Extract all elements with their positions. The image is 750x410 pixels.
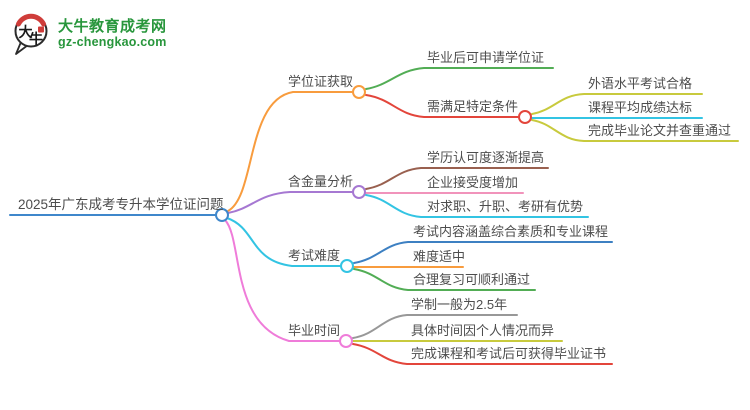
branch-line-graduation-time [224,219,340,342]
conditions-node-circle [518,110,532,124]
child-label-apply-after-grad: 毕业后可申请学位证 [427,50,545,65]
child-label-advantage: 对求职、升职、考研有优势 [427,199,584,214]
leaf-line-foreign-language [531,93,703,115]
branch-line-difficulty [226,217,341,267]
daniu-bull-logo-icon: 大 牛 [14,13,48,55]
child-label-duration: 学制一般为2.5年 [411,297,508,312]
logo-text-block: 大牛教育成考网 gz-chengkao.com [58,13,167,50]
leaf-line-thesis [531,119,739,142]
site-logo: 大 牛 大牛教育成考网 gz-chengkao.com [12,13,167,57]
child-label-exam-content: 考试内容涵盖综合素质和专业课程 [413,224,609,239]
child-label-conditions: 需满足特定条件 [427,99,519,114]
logo-domain: gz-chengkao.com [58,35,167,49]
root-node-label: 2025年广东成考专升本学位证问题 [18,197,224,212]
child-line-duration [352,314,518,339]
child-line-conditions [365,94,519,118]
logo-char-da: 大 [19,24,33,40]
leaf-label-foreign-language: 外语水平考试合格 [588,76,693,91]
child-line-diploma [352,343,613,365]
branch-label-degree: 学位证获取 [288,74,354,89]
child-line-recognition [365,167,549,190]
child-label-diploma: 完成课程和考试后可获得毕业证书 [411,346,607,361]
child-label-enterprise: 企业接受度增加 [427,175,519,190]
leaf-label-thesis: 完成毕业论文并查重通过 [588,123,732,138]
child-line-advantage [365,194,589,218]
difficulty-node-circle [340,259,354,273]
root-node-circle [215,208,229,222]
logo-char-niu: 牛 [29,31,43,47]
child-label-moderate: 难度适中 [413,249,466,264]
logo-title: 大牛教育成考网 [58,18,167,35]
branch-label-difficulty: 考试难度 [288,248,341,263]
value-node-circle [352,185,366,199]
branch-label-value: 含金量分析 [288,174,354,189]
graduation-node-circle [339,334,353,348]
child-label-varies: 具体时间因个人情况而异 [411,323,555,338]
leaf-label-avg-score: 课程平均成绩达标 [588,100,693,115]
branch-line-value [227,191,353,214]
child-line-apply-after-grad [365,67,554,90]
degree-node-circle [352,85,366,99]
child-line-review-pass [353,268,536,291]
child-label-recognition: 学历认可度逐渐提高 [427,150,545,165]
branch-line-degree [227,91,353,212]
child-label-review-pass: 合理复习可顺利通过 [413,272,531,287]
logo-seal [38,26,44,33]
branch-label-graduation-time: 毕业时间 [288,323,341,338]
child-line-exam-content [353,241,613,264]
